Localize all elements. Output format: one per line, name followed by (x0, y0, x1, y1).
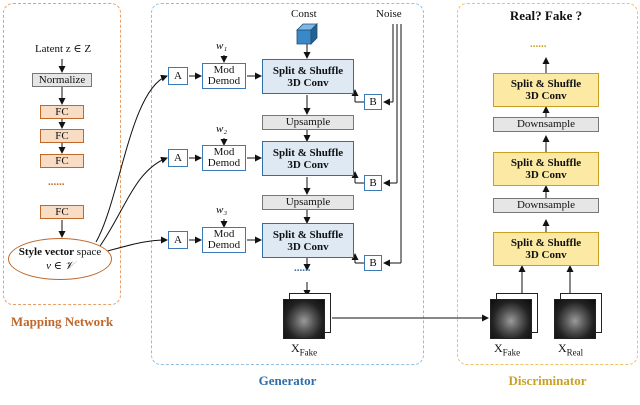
gen-conv-2: Split & Shuffle 3D Conv (262, 141, 354, 176)
disc-conv-3: Split & Shuffle 3D Conv (493, 73, 599, 107)
mod-label-1: Mod (213, 64, 235, 76)
downsample-box-2: Downsample (493, 117, 599, 132)
disc-xfake-sub: Fake (502, 347, 521, 358)
const-cube-icon (296, 23, 318, 45)
w1-label: w₁ (216, 40, 228, 52)
gen-xfake-sub: Fake (299, 347, 318, 358)
gen-conv-3-line2: 3D Conv (287, 240, 329, 253)
disc-fake-image (490, 299, 532, 339)
disc-conv-2: Split & Shuffle 3D Conv (493, 152, 599, 186)
generator-title: Generator (258, 373, 317, 388)
noise-label: Noise (376, 8, 402, 20)
gen-conv-3-line1: Split & Shuffle (272, 228, 344, 241)
a-block-1: A (168, 67, 188, 85)
gen-conv-2-line2: 3D Conv (287, 158, 329, 171)
disc-conv-3-line1: Split & Shuffle (510, 78, 582, 90)
demod-label-1: Demod (207, 75, 241, 87)
mapping-network-title: Mapping Network (10, 314, 114, 329)
disc-conv-2-line2: 3D Conv (525, 169, 567, 181)
disc-conv-1-line2: 3D Conv (525, 249, 567, 261)
mod-demod-3: Mod Demod (202, 227, 246, 253)
w3-label: w₃ (216, 204, 228, 216)
style-vector-space: space (74, 246, 102, 258)
downsample-box-1: Downsample (493, 198, 599, 213)
b-block-1: B (364, 94, 382, 110)
demod-label-3: Demod (207, 239, 241, 251)
const-label: Const (291, 8, 317, 20)
discriminator-title: Discriminator (508, 373, 587, 388)
gen-conv-3: Split & Shuffle 3D Conv (262, 223, 354, 258)
disc-xfake-x: X (494, 341, 503, 355)
style-vector-bold: Style vector (18, 246, 75, 258)
generator-panel (151, 3, 424, 365)
b-block-2: B (364, 175, 382, 191)
fc-box-2: FC (40, 129, 84, 143)
discriminator-panel (457, 3, 638, 365)
disc-xfake-label: XFake (494, 341, 520, 357)
upsample-box-1: Upsample (262, 115, 354, 130)
gen-xfake-x: X (291, 341, 300, 355)
disc-xreal-x: X (558, 341, 567, 355)
gen-conv-1-line1: Split & Shuffle (272, 64, 344, 77)
b-block-3: B (364, 255, 382, 271)
mapping-ellipsis: ...... (48, 176, 65, 188)
disc-ellipsis: ...... (530, 38, 547, 50)
mod-label-3: Mod (213, 228, 235, 240)
latent-label: Latent z ∈ Z (34, 43, 92, 55)
fc-box-1: FC (40, 105, 84, 119)
a-block-3: A (168, 231, 188, 249)
demod-label-2: Demod (207, 157, 241, 169)
generator-ellipsis: ...... (294, 262, 311, 274)
gen-conv-1: Split & Shuffle 3D Conv (262, 59, 354, 94)
style-vector-math: v ∈ 𝒱 (46, 260, 74, 272)
disc-conv-3-line2: 3D Conv (525, 90, 567, 102)
disc-conv-1: Split & Shuffle 3D Conv (493, 232, 599, 266)
gen-conv-1-line2: 3D Conv (287, 76, 329, 89)
a-block-2: A (168, 149, 188, 167)
real-fake-question: Real? Fake ? (509, 8, 583, 23)
fc-box-4: FC (40, 205, 84, 219)
disc-conv-1-line1: Split & Shuffle (510, 237, 582, 249)
gen-conv-2-line1: Split & Shuffle (272, 146, 344, 159)
disc-xreal-sub: Real (566, 347, 584, 358)
disc-real-image (554, 299, 596, 339)
gen-fake-image (283, 299, 325, 339)
disc-xreal-label: XReal (558, 341, 583, 357)
style-vector-ellipse: Style vector space v ∈ 𝒱 (8, 238, 112, 280)
mod-demod-2: Mod Demod (202, 145, 246, 171)
disc-conv-2-line1: Split & Shuffle (510, 157, 582, 169)
mod-label-2: Mod (213, 146, 235, 158)
gen-xfake-label: XFake (291, 341, 317, 357)
normalize-box: Normalize (32, 73, 92, 87)
fc-box-3: FC (40, 154, 84, 168)
w2-label: w₂ (216, 123, 228, 135)
mapping-network-panel (3, 3, 121, 305)
upsample-box-2: Upsample (262, 195, 354, 210)
mod-demod-1: Mod Demod (202, 63, 246, 89)
